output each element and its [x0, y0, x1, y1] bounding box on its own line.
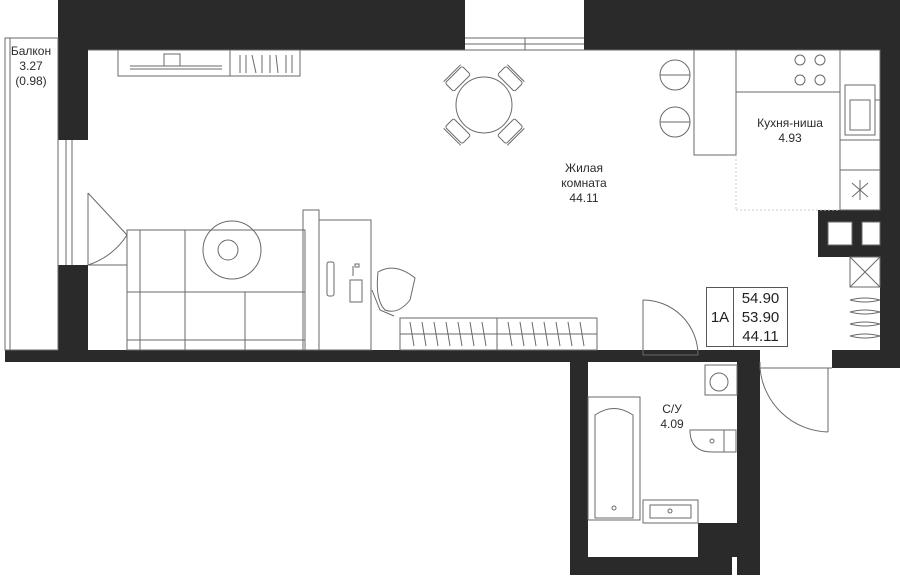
total-area: 54.90	[741, 290, 780, 307]
living-area: 44.11	[742, 328, 779, 345]
living-room-label: Жилая комната 44.11	[550, 161, 618, 206]
sofa	[126, 229, 306, 351]
balcony-name: Балкон	[10, 44, 52, 58]
kitchen-name: Кухня-ниша	[757, 116, 823, 130]
living-room-area: 44.11	[569, 191, 599, 205]
balcony-area-coef: (0.98)	[15, 74, 47, 88]
bar-stools	[659, 59, 691, 138]
kitchen-area: 4.93	[778, 131, 802, 145]
top-window	[465, 37, 584, 51]
bathroom-fixtures	[587, 364, 738, 524]
wardrobe	[399, 317, 598, 351]
bathroom-area: 4.09	[660, 417, 684, 431]
desk	[302, 209, 372, 351]
balcony-area: 3.27	[19, 59, 43, 73]
bathroom-name: С/У	[662, 402, 682, 416]
area-with-coef: 53.90	[741, 309, 780, 326]
dining-table	[443, 64, 525, 146]
ventilation-shaft	[827, 221, 881, 288]
coffee-table	[202, 220, 262, 280]
living-room-name-1: Жилая	[565, 161, 603, 175]
area-values: 54.90 53.90 44.11	[734, 287, 788, 347]
walls	[5, 0, 900, 575]
kitchen-label: Кухня-ниша 4.93	[748, 116, 832, 146]
apartment-summary: 1А 54.90 53.90 44.11	[706, 287, 788, 347]
entry-door	[759, 362, 832, 433]
balcony-door	[65, 140, 128, 266]
bathroom-label: С/У 4.09	[650, 402, 694, 432]
kitchen-niche-outline	[735, 155, 840, 211]
tv-console	[117, 49, 231, 77]
bookshelf	[229, 49, 301, 77]
apartment-type: 1А	[706, 287, 734, 347]
balcony-outline	[4, 37, 59, 351]
radiator	[849, 297, 881, 339]
office-chair	[371, 267, 416, 317]
living-room-name-2: комната	[561, 176, 607, 190]
bathroom-door	[642, 299, 699, 356]
balcony-label: Балкон 3.27 (0.98)	[8, 44, 54, 89]
